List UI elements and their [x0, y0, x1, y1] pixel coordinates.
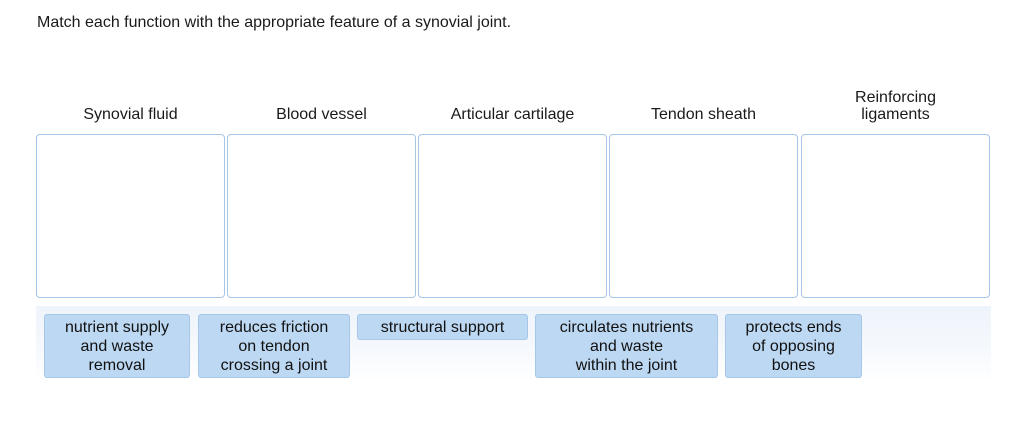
- drop-zone-blood-vessel[interactable]: [227, 134, 416, 298]
- category-label-line: ligaments: [861, 106, 930, 123]
- category-label: Reinforcing ligaments: [801, 84, 990, 128]
- answer-chip-protects-ends[interactable]: protects ends of opposing bones: [725, 314, 862, 378]
- category-label: Articular cartilage: [450, 106, 575, 123]
- chip-line: structural support: [380, 319, 505, 336]
- drop-zone-reinforcing-ligaments[interactable]: [801, 134, 990, 298]
- chip-line: nutrient supply: [64, 319, 170, 336]
- answer-chip-structural-support[interactable]: structural support: [357, 314, 528, 340]
- answer-chip-circulates-nutrients[interactable]: circulates nutrients and waste within th…: [535, 314, 718, 378]
- drop-zone-articular-cartilage[interactable]: [418, 134, 607, 298]
- answer-chip-reduces-friction[interactable]: reduces friction on tendon crossing a jo…: [198, 314, 350, 378]
- chip-line: protects ends: [745, 319, 842, 336]
- chip-line: and waste: [80, 338, 154, 355]
- chip-line: reduces friction: [219, 319, 329, 336]
- chip-line: removal: [88, 357, 146, 374]
- category-synovial-fluid: Synovial fluid: [36, 84, 225, 298]
- drop-zone-tendon-sheath[interactable]: [609, 134, 798, 298]
- question-prompt: Match each function with the appropriate…: [37, 14, 512, 31]
- drop-zone-synovial-fluid[interactable]: [36, 134, 225, 298]
- chip-line: bones: [771, 357, 816, 374]
- chip-line: within the joint: [575, 357, 678, 374]
- category-blood-vessel: Blood vessel: [227, 84, 416, 298]
- category-targets: Synovial fluid Blood vessel Articular ca…: [36, 84, 991, 298]
- category-articular-cartilage: Articular cartilage: [418, 84, 607, 298]
- answer-chip-nutrient-supply[interactable]: nutrient supply and waste removal: [44, 314, 190, 378]
- chip-line: of opposing: [752, 338, 835, 355]
- chip-line: circulates nutrients: [559, 319, 694, 336]
- category-label-line: Reinforcing: [855, 89, 936, 106]
- category-tendon-sheath: Tendon sheath: [609, 84, 798, 298]
- answer-bank: nutrient supply and waste removal reduce…: [36, 306, 991, 382]
- category-label: Synovial fluid: [83, 106, 178, 123]
- chip-line: and waste: [590, 338, 663, 355]
- chip-line: crossing a joint: [220, 357, 328, 374]
- category-label: Tendon sheath: [651, 106, 756, 123]
- chip-line: on tendon: [238, 338, 310, 355]
- category-reinforcing-ligaments: Reinforcing ligaments: [801, 84, 990, 298]
- category-label: Blood vessel: [276, 106, 367, 123]
